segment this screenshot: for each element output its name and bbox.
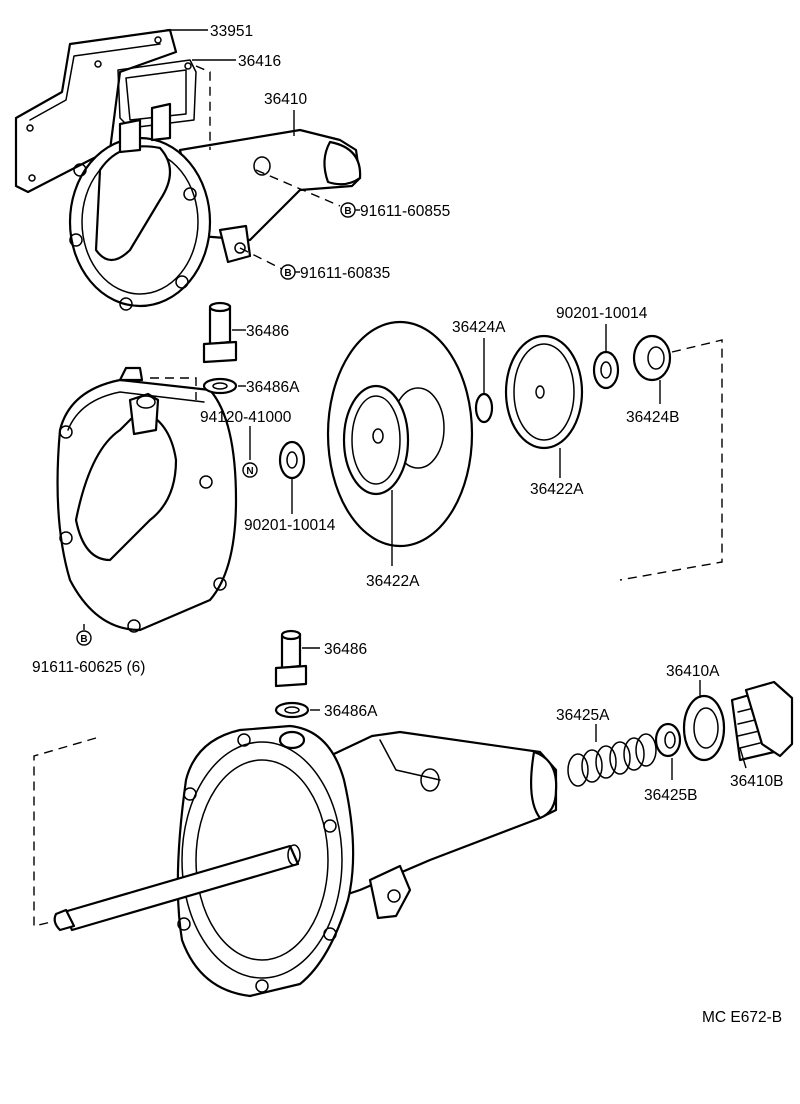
label-90201-10014-left: 90201-10014: [244, 517, 336, 534]
label-36422A-left: 36422A: [366, 573, 420, 590]
washer-36486A-top: [202, 377, 238, 395]
gasket-36416: [117, 59, 197, 129]
label-36425A: 36425A: [556, 707, 610, 724]
label-36410B: 36410B: [730, 773, 783, 790]
seat-36425B: [654, 722, 682, 758]
seal-36424B: [632, 334, 672, 382]
svg-text:B: B: [344, 206, 351, 217]
main-housing: [298, 730, 558, 920]
washer-36486A-bottom: [274, 701, 310, 719]
b-symbol-60625: B: [76, 630, 92, 646]
label-36422A-right: 36422A: [530, 481, 584, 498]
label-36424B: 36424B: [626, 409, 679, 426]
label-36486-top: 36486: [246, 323, 289, 340]
o-ring-36424A: [474, 392, 494, 424]
label-36486A-top: 36486A: [246, 379, 300, 396]
label-36425B: 36425B: [644, 787, 697, 804]
label-33951: 33951: [210, 23, 253, 40]
shaft: [53, 844, 301, 932]
bolt-36486-top: [202, 301, 238, 364]
pump-assembly-36410: [68, 102, 362, 311]
label-36486-bottom: 36486: [324, 641, 367, 658]
gasket-36410A: [682, 694, 726, 762]
label-90201-10014-right: 90201-10014: [556, 305, 648, 322]
label-36416: 36416: [238, 53, 281, 70]
label-36410: 36410: [264, 91, 307, 108]
label-91611-60625: 91611-60625 (6): [32, 659, 145, 676]
plug-36410B: [730, 680, 794, 762]
bolt-36486-bottom: [274, 629, 308, 688]
diaphragm-36422A-left: [326, 320, 474, 548]
svg-text:B: B: [284, 268, 291, 279]
label-91611-60855: 91611-60855: [360, 203, 450, 220]
label-91611-60835: 91611-60835: [300, 265, 390, 282]
b-symbol-60855: B: [340, 202, 356, 218]
svg-text:B: B: [80, 634, 87, 645]
spring-36425A: [567, 733, 657, 787]
label-94120-41000: 94120-41000: [200, 409, 292, 426]
label-36410A: 36410A: [666, 663, 720, 680]
label-36424A: 36424A: [452, 319, 506, 336]
b-symbol-60835: B: [280, 264, 296, 280]
n-symbol-94120: N: [242, 462, 258, 478]
washer-90201-left: [278, 440, 306, 480]
housing-cover: [56, 366, 238, 633]
label-36486A-bottom: 36486A: [324, 703, 378, 720]
washer-90201-right: [592, 350, 620, 390]
plate-36422A-right: [504, 334, 584, 450]
bracket-33951: [14, 28, 178, 194]
svg-text:N: N: [246, 466, 253, 477]
figure-code: MC E672-B: [702, 1009, 782, 1026]
